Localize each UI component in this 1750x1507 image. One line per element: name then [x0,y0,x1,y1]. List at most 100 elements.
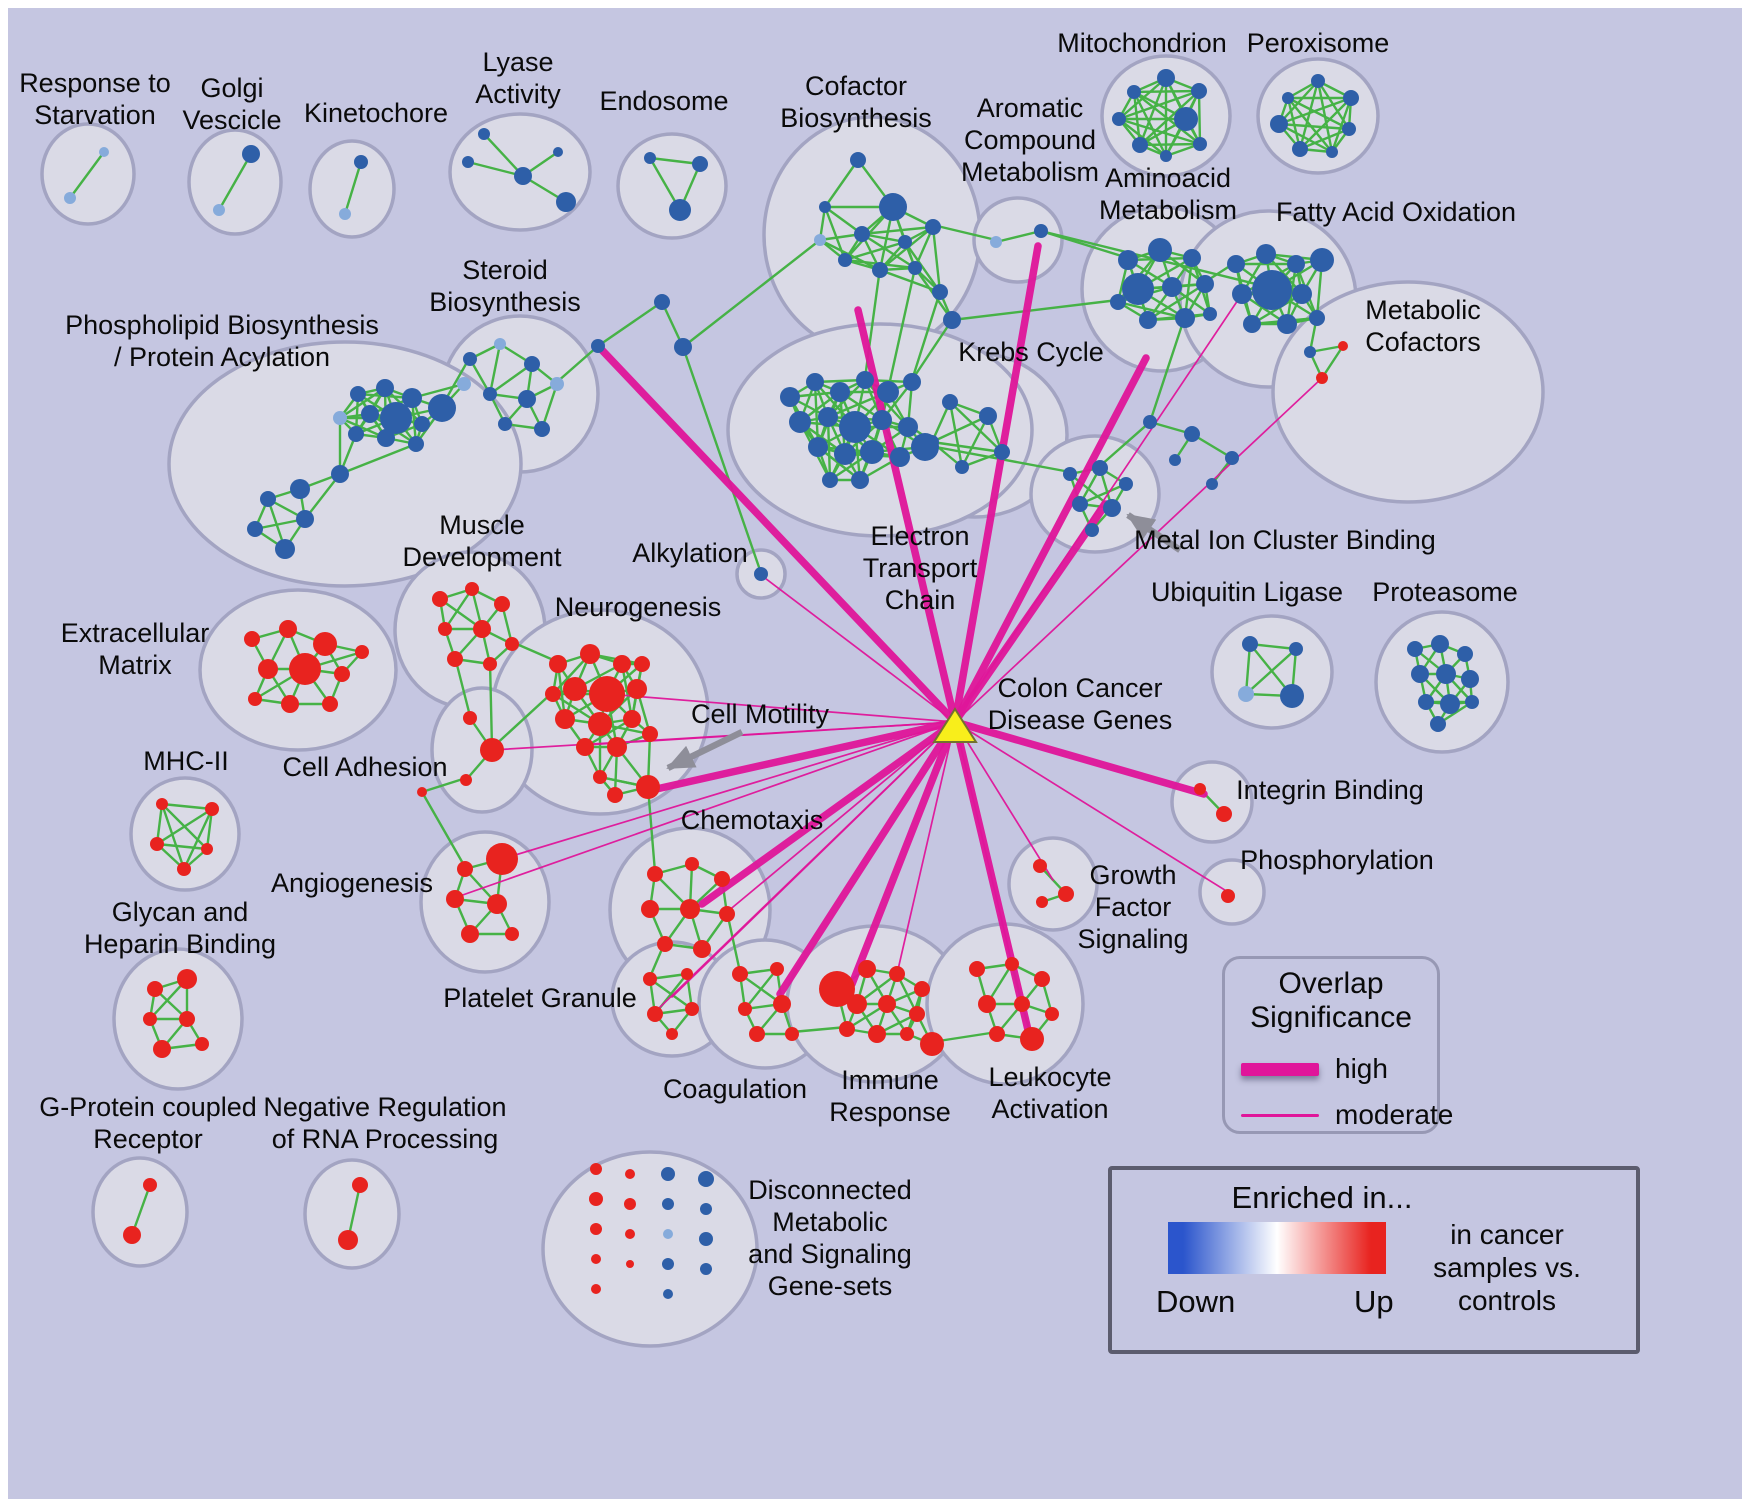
gene-set-node-mhc-ii [205,802,219,816]
gene-set-node-neurogenesis [589,676,625,712]
high-significance-label: high [1335,1053,1388,1084]
gene-set-node-electron-transport-chain [822,472,838,488]
cluster-label-ubiquitin-ligase-line-0: Ubiquitin Ligase [1151,577,1343,607]
green-edge-mitochondrion [1197,89,1202,146]
gene-set-node-chemotaxis [647,866,663,882]
gene-set-node-steroid-biosynthesis [483,387,497,401]
gene-set-node-fatty-acid-oxidation [1243,315,1261,333]
gene-set-node-neurogenesis [607,737,627,757]
gene-set-node-immune-response [900,1027,914,1041]
gene-set-node-endosome [669,199,691,221]
gene-set-node-cofactor-biosynthesis [908,261,922,275]
gene-set-node-electron-transport-chain [808,437,828,457]
cluster-label-phosphorylation-line-0: Phosphorylation [1240,845,1434,875]
cluster-label-kinetochore-line-0: Kinetochore [304,98,448,128]
overlap-edge-high [848,718,959,988]
gene-set-node-electron-transport-chain [898,417,918,437]
gene-set-node-chemotaxis [719,906,735,922]
gene-set-node-electron-transport-chain [872,410,892,430]
green-edge-aromatic-compound-metabolism [994,229,1043,244]
layer-overlap-edges [456,242,1323,1034]
gene-set-node-peroxisome [1343,90,1359,106]
gene-set-node-angiogenesis [446,890,464,908]
cluster-ellipse-growth-factor-signaling [1007,836,1099,932]
gene-set-node-disconnected-gene-sets [589,1192,603,1206]
gene-set-node-neurogenesis [607,787,623,803]
gene-set-node-mhc-ii [150,837,164,851]
gene-set-node-krebs-cycle [994,444,1010,460]
green-edge-peroxisome [1286,96,1351,131]
overlap-edge-high [951,242,1042,726]
green-edge-connector [453,655,472,718]
gene-set-node-mitochondrion [1157,69,1175,87]
gene-set-node-golgi-vescicle [242,145,260,163]
cell-motility-arrow [666,729,744,771]
gene-set-node-disconnected-gene-sets [661,1167,675,1181]
gene-set-node-electron-transport-chain [806,373,824,391]
cluster-label-disconnected-gene-sets-line-3: Gene-sets [768,1271,893,1301]
green-edge-connector [490,690,555,750]
green-edge-peroxisome [1277,122,1351,131]
green-edge-connector [420,790,467,869]
gene-set-node-chemotaxis [657,936,673,952]
gene-set-node-alkylation [754,567,768,581]
gene-set-node-extracellular-matrix [289,653,321,685]
cluster-label-aromatic-compound-metabolism-line-0: Aromatic [977,93,1084,123]
enrichment-up-label: Up [1354,1284,1394,1319]
gene-set-node-disconnected-gene-sets [591,1284,601,1294]
overlap-significance-legend: Overlap Significance high moderate [1222,956,1453,1134]
green-edge-steroid-biosynthesis [488,342,502,396]
gene-set-node-response-to-starvation [64,192,76,204]
enrichment-note: in cancer samples vs. controls [1433,1219,1581,1316]
green-edge-connector [950,298,1120,322]
cluster-label-metal-ion-cluster-binding-line-0: Metal Ion Cluster Binding [1134,525,1436,555]
gene-set-node-electron-transport-chain [911,433,939,461]
cluster-label-extracellular-matrix-line-1: Matrix [98,650,172,680]
gene-set-node-extracellular-matrix [258,659,278,679]
gene-set-node-platelet-granule [647,1006,663,1022]
green-edge-connector [1148,314,1187,424]
gene-set-node-leukocyte-activation [989,1026,1005,1042]
gene-set-node-phospholipid-biosynthesis [275,539,295,559]
cell-motility-label-line-0: Cell Motility [691,699,830,729]
gene-set-node-connector [1225,451,1239,465]
gene-set-node-lyase-activity [478,128,490,140]
gene-set-node-steroid-biosynthesis [498,417,512,431]
gene-set-node-response-to-starvation [99,147,109,157]
gene-set-node-leukocyte-activation [1045,1007,1059,1021]
gene-set-node-aromatic-compound-metabolism [1034,224,1048,238]
gene-set-node-electron-transport-chain [860,440,884,464]
gene-set-node-glycan-heparin-binding [195,1037,209,1051]
gene-set-node-electron-transport-chain [780,387,800,407]
cluster-label-golgi-vescicle-line-1: Vescicle [182,105,281,135]
gene-set-node-cofactor-biosynthesis [819,201,831,213]
cluster-label-disconnected-gene-sets-line-2: and Signaling [748,1239,912,1269]
gene-set-node-golgi-vescicle [213,204,225,216]
gene-set-node-platelet-granule [685,1002,699,1016]
gene-set-node-coagulation [773,995,791,1013]
green-edge-endosome [648,156,702,166]
cluster-label-cofactor-biosynthesis-line-1: Biosynthesis [780,103,932,133]
gene-set-node-endosome [692,156,708,172]
gene-set-node-neurogenesis [563,677,587,701]
gene-set-node-chemotaxis [680,899,700,919]
cluster-label-g-protein-coupled-receptor-line-0: G-Protein coupled [39,1092,257,1122]
gene-set-node-extracellular-matrix [322,696,338,712]
cluster-label-alkylation-line-0: Alkylation [632,538,748,568]
green-edge-connector [488,660,494,750]
gene-set-node-connector [417,787,427,797]
cluster-label-golgi-vescicle-line-0: Golgi [200,73,263,103]
cluster-label-steroid-biosynthesis-line-0: Steroid [462,255,548,285]
gene-set-node-disconnected-gene-sets [663,1289,673,1299]
gene-set-node-disconnected-gene-sets [591,1254,601,1264]
gene-set-node-muscle-development [465,582,479,596]
cluster-label-electron-transport-chain-line-0: Electron [870,521,969,551]
gene-set-node-steroid-biosynthesis [518,390,536,408]
green-edge-mitochondrion [1138,142,1202,147]
cluster-label-fatty-acid-oxidation-line-0: Fatty Acid Oxidation [1276,197,1516,227]
hub-label-line-0: Colon Cancer [997,673,1162,703]
gene-set-node-phospholipid-biosynthesis [457,377,471,391]
green-edge-peroxisome [1298,127,1351,151]
green-edge-aminoacid-metabolism [1146,282,1207,322]
